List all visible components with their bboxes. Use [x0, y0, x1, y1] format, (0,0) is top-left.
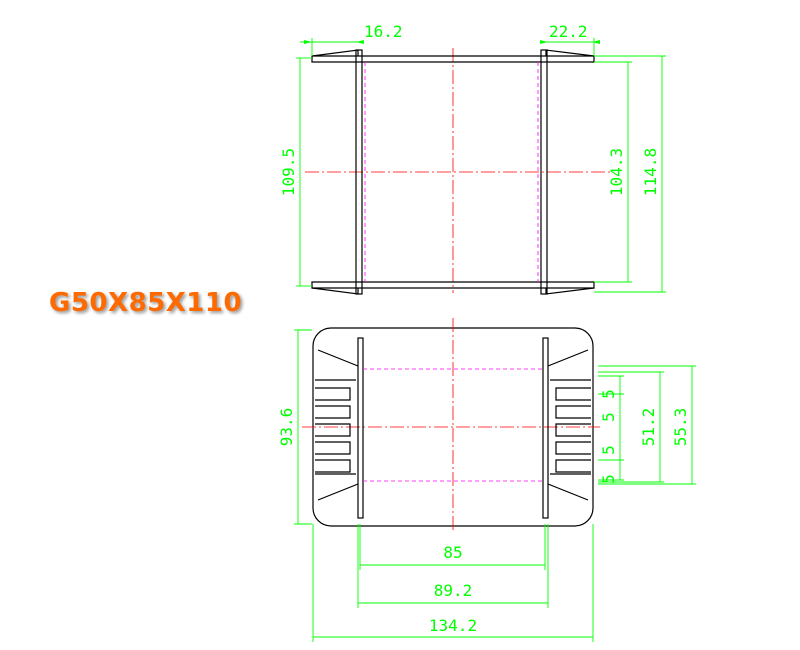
right-comb	[550, 379, 591, 475]
dim-label-5b: 5	[599, 412, 618, 422]
top-left-wedge	[311, 49, 359, 57]
top-right-wedge	[545, 49, 595, 57]
dim-label-22-2: 22.2	[549, 22, 588, 41]
bottom-left-wedge	[311, 287, 359, 295]
bottom-view-dim-labels: 93.6 5 5 5 5 51.2 55.3 85 89.2 134.2	[277, 389, 690, 635]
diag-br	[547, 483, 589, 501]
top-view-dim-labels: 16.2 22.2 109.5 104.3 114.8	[279, 22, 660, 196]
bottom-left-post	[357, 337, 364, 519]
bottom-view	[302, 318, 600, 530]
dim-label-5a: 5	[599, 389, 618, 399]
bottom-right-post	[542, 337, 549, 519]
left-wall	[355, 49, 363, 295]
right-wall	[540, 49, 548, 295]
diag-tl	[317, 349, 359, 367]
dim-label-109-5: 109.5	[279, 148, 298, 196]
dim-label-114-8: 114.8	[641, 148, 660, 196]
bottom-view-dimensions	[294, 329, 696, 642]
dim-label-51-2: 51.2	[639, 408, 658, 447]
dim-label-93-6: 93.6	[277, 408, 296, 447]
diag-bl	[317, 483, 359, 501]
diag-tr	[547, 349, 589, 367]
dim-label-5d: 5	[599, 474, 618, 484]
left-comb	[315, 379, 356, 475]
dim-label-134-2: 134.2	[429, 616, 477, 635]
dim-label-104-3: 104.3	[607, 148, 626, 196]
dim-label-89-2: 89.2	[434, 581, 473, 600]
top-view	[305, 48, 610, 295]
dim-label-16-2: 16.2	[364, 22, 403, 41]
dim-label-55-3: 55.3	[671, 408, 690, 447]
bottom-right-wedge	[545, 287, 595, 295]
dim-label-85: 85	[443, 543, 462, 562]
part-title: G50X85X110	[49, 288, 243, 318]
dim-label-5c: 5	[599, 445, 618, 455]
top-view-dimensions	[296, 38, 666, 293]
